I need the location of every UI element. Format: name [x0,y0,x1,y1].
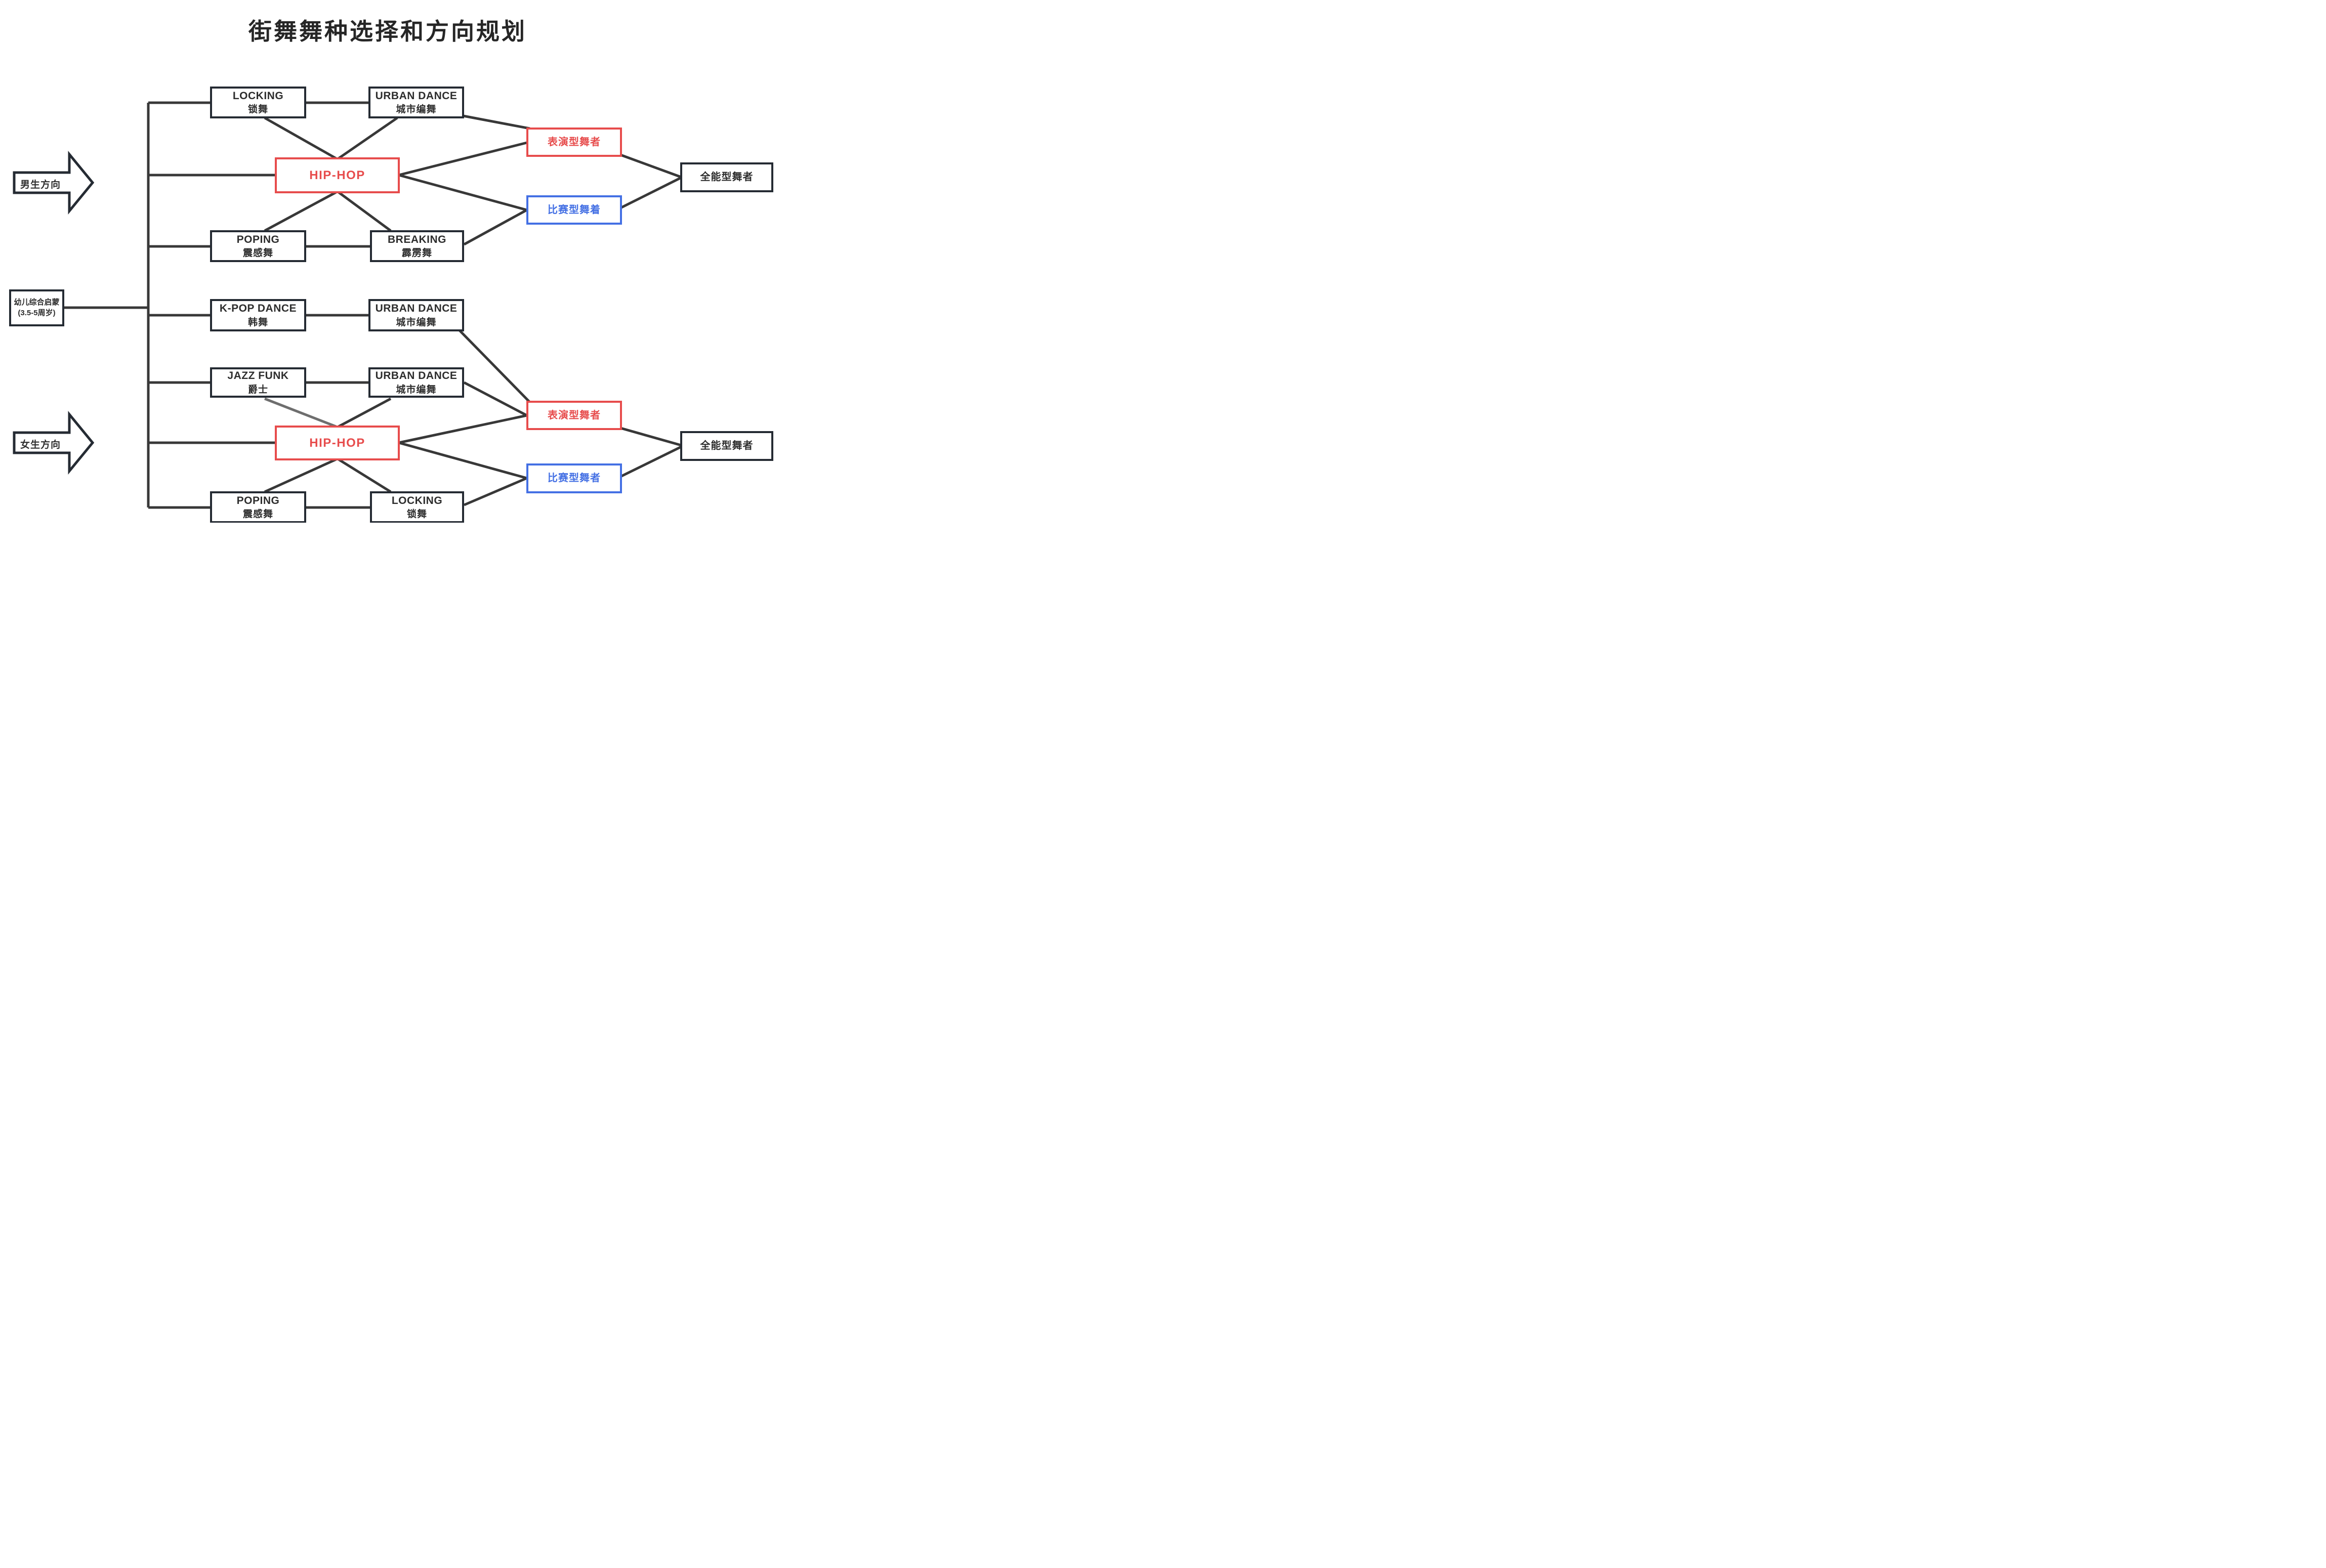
connector-line [459,329,530,403]
connector-line [398,174,527,211]
connector-line [264,458,337,493]
node-breaking-boys: BREAKING 霹雳舞 [370,230,464,262]
node-jazz-funk-girls-label: 爵士 [247,384,268,395]
connector-line [338,191,392,232]
node-allround-girls-label: 全能型舞者 [700,440,754,452]
node-competitor-boys-label: 比赛型舞着 [548,204,601,216]
node-urban-dance-kpop-label: 城市编舞 [396,317,437,328]
node-kpop-dance-girls: K-POP DANCE 韩舞 [210,299,306,331]
connector-line [460,114,530,130]
connector-line [463,208,528,246]
node-poping-girls-label: POPING [236,494,280,506]
connector-line [464,477,527,506]
node-poping-boys-label: POPING [236,233,280,245]
node-competitor-girls: 比赛型舞者 [526,463,622,493]
node-hiphop-boys-label: HIP-HOP [309,168,365,182]
node-competitor-boys: 比赛型舞着 [526,195,622,225]
flowchart-canvas: 街舞舞种选择和方向规划 男生方向女生方向 幼儿综合启蒙 (3.5-5周岁) LOCKI… [0,0,775,523]
connector-line [338,116,398,160]
node-jazz-funk-girls-label: JAZZ FUNK [227,370,289,382]
connector-line [338,397,392,428]
node-hiphop-girls: HIP-HOP [275,426,400,460]
connector-line [264,116,337,160]
node-performer-girls-label: 表演型舞者 [548,409,601,421]
node-poping-girls: POPING 震感舞 [210,491,306,523]
node-jazz-funk-girls: JAZZ FUNK 爵士 [210,367,306,398]
girls-direction-label: 女生方向 [20,440,61,450]
node-locking-girls-label: 锁舞 [406,509,427,520]
node-kindergarten-start-label: (3.5-5周岁) [18,309,56,317]
node-hiphop-boys: HIP-HOP [275,157,400,193]
connector-line [264,191,337,232]
node-allround-boys: 全能型舞者 [680,162,773,192]
node-urban-dance-jazz: URBAN DANCE 城市编舞 [368,367,464,398]
diagram-title: 街舞舞种选择和方向规划 [248,18,527,45]
node-locking-boys: LOCKING 锁舞 [210,87,306,118]
node-kpop-dance-girls-label: K-POP DANCE [219,303,297,315]
node-hiphop-girls-label: HIP-HOP [309,436,365,450]
connector-line [463,381,528,417]
node-allround-boys-label: 全能型舞者 [700,172,754,183]
boys-direction-arrow-shape [13,151,95,215]
node-urban-dance-boys-label: URBAN DANCE [375,90,458,102]
connector-line [619,176,682,209]
connector-line [619,445,682,478]
node-performer-boys: 表演型舞者 [526,128,622,157]
node-kindergarten-start-label: 幼儿综合启蒙 [14,298,60,307]
connector-line [264,397,337,428]
girls-direction-arrow-shape [13,411,95,475]
node-urban-dance-boys-label: 城市编舞 [396,104,437,115]
node-kindergarten-start: 幼儿综合启蒙 (3.5-5周岁) [9,289,64,326]
node-poping-girls-label: 震感舞 [242,509,273,520]
node-performer-boys-label: 表演型舞者 [548,136,601,148]
node-locking-boys-label: 锁舞 [247,104,268,115]
node-locking-boys-label: LOCKING [232,90,284,102]
node-competitor-girls-label: 比赛型舞者 [548,473,601,484]
node-locking-girls-label: LOCKING [391,494,443,506]
node-urban-dance-jazz-label: 城市编舞 [396,384,437,395]
node-urban-dance-kpop-label: URBAN DANCE [375,303,458,315]
connector-line [398,414,527,444]
node-breaking-boys-label: BREAKING [387,233,446,245]
node-allround-girls: 全能型舞者 [680,431,773,461]
node-poping-boys-label: 震感舞 [242,248,273,259]
node-locking-girls: LOCKING 锁舞 [370,491,464,523]
node-urban-dance-jazz-label: URBAN DANCE [375,370,458,382]
connector-line [398,141,527,177]
node-breaking-boys-label: 霹雳舞 [401,248,432,259]
connector-line [620,427,682,447]
connector-line [338,458,392,493]
node-performer-girls: 表演型舞者 [526,401,622,430]
node-poping-boys: POPING 震感舞 [210,230,306,262]
node-kpop-dance-girls-label: 韩舞 [247,317,268,328]
connector-line [398,441,527,480]
boys-direction-label: 男生方向 [20,180,61,190]
node-urban-dance-boys: URBAN DANCE 城市编舞 [368,87,464,118]
connector-line [620,153,682,179]
connector-lines [13,101,682,509]
node-urban-dance-kpop: URBAN DANCE 城市编舞 [368,299,464,331]
